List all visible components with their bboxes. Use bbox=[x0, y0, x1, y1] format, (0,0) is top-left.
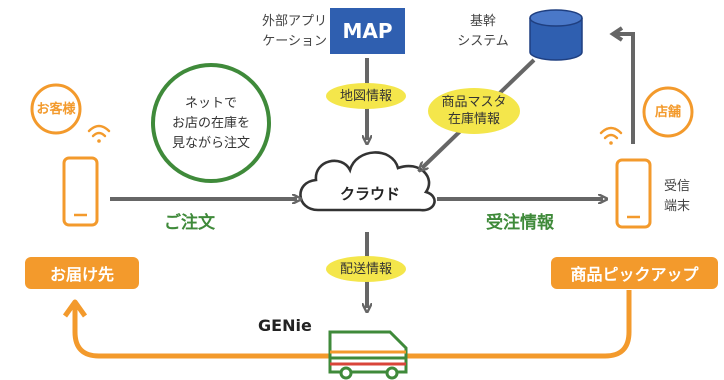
delivery-brand-label: GENie bbox=[258, 316, 312, 335]
arrow-store-to-core-head bbox=[609, 26, 624, 42]
customer-phone-icon bbox=[62, 156, 99, 227]
cloud-icon bbox=[299, 151, 436, 212]
store-badge-label: 店舗 bbox=[654, 105, 681, 120]
map-info-bubble: 地図情報 bbox=[326, 83, 406, 109]
store-badge-circle bbox=[642, 86, 694, 138]
receiving-terminal-label: 受信 端末 bbox=[664, 179, 691, 214]
order-info-label: 受注情報 bbox=[486, 213, 554, 233]
store-phone-icon bbox=[615, 158, 652, 229]
order-label: ご注文 bbox=[164, 213, 215, 233]
map-box-label: MAP bbox=[342, 19, 393, 43]
store-wifi-icon bbox=[599, 126, 623, 145]
customer-badge-label: お客様 bbox=[36, 102, 76, 117]
core-system-label: 基幹 システム bbox=[457, 14, 509, 49]
customer-badge-circle bbox=[30, 83, 82, 135]
delivery-info-bubble: 配送情報 bbox=[326, 256, 406, 282]
master-inventory-bubble: 商品マスタ 在庫情報 bbox=[428, 88, 520, 134]
cloud-label: クラウド bbox=[339, 185, 400, 203]
destination-pill: お届け先 bbox=[25, 257, 139, 289]
product-pickup-pill: 商品ピックアップ bbox=[551, 257, 718, 289]
delivery-truck-icon bbox=[328, 330, 408, 380]
arrow-store-to-core bbox=[614, 32, 635, 144]
net-order-note: ネットで お店の在庫を 見ながら注文 bbox=[171, 96, 250, 151]
net-order-circle bbox=[151, 63, 271, 183]
database-icon bbox=[529, 9, 583, 61]
external-app-label: 外部アプリ ケーション bbox=[261, 14, 327, 49]
map-box bbox=[330, 8, 405, 54]
customer-wifi-icon bbox=[87, 124, 111, 143]
delivery-return-arrow-head bbox=[62, 299, 88, 318]
